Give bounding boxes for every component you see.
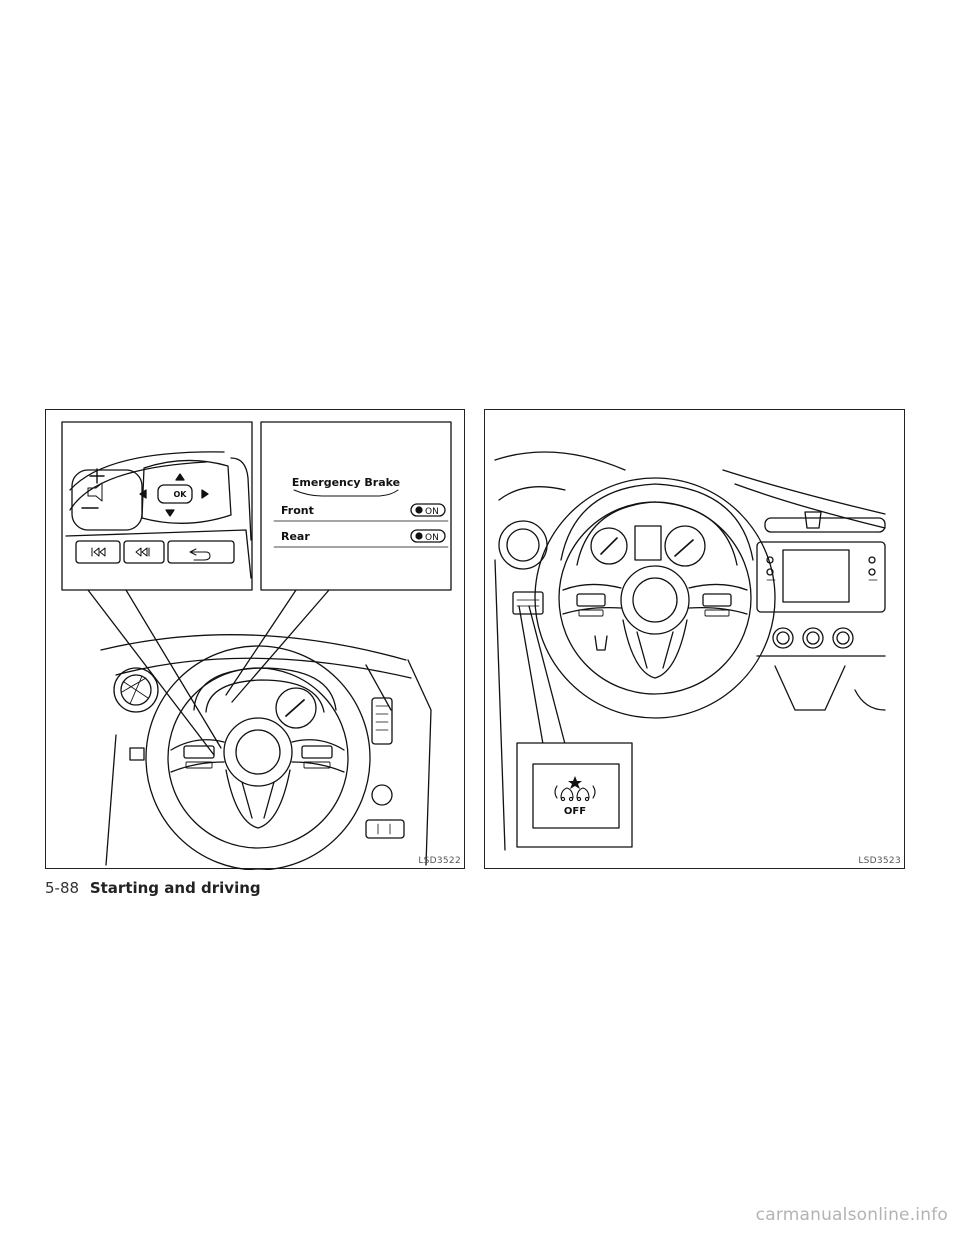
front-state: ON <box>425 507 439 517</box>
emergency-brake-icon <box>554 776 596 802</box>
page-footer: 5-88 Starting and driving <box>45 879 261 897</box>
illustration-steering-wheel-display: OK Emergency Brake Front ON Rear ON <box>61 421 452 870</box>
left-vent <box>113 667 159 713</box>
rear-label: Rear <box>281 530 310 543</box>
figure-emergency-brake-switch: OFF LSD3523 <box>484 409 905 869</box>
inset-steering-switches <box>61 421 253 591</box>
figure-code: LSD3523 <box>858 856 901 866</box>
page-number: 5-88 <box>45 879 80 897</box>
inset-display <box>260 421 452 591</box>
emergency-brake-off-switch <box>532 763 620 829</box>
rear-toggle <box>410 529 446 543</box>
figure-emergency-brake-menu: OK Emergency Brake Front ON Rear ON LSD3… <box>45 409 465 870</box>
illustration-dashboard-switch: OFF <box>494 451 886 851</box>
front-label: Front <box>281 504 314 517</box>
rear-state: ON <box>425 533 439 543</box>
display-title: Emergency Brake <box>292 476 400 489</box>
off-label: OFF <box>564 806 586 817</box>
watermark: carmanualsonline.info <box>755 1205 948 1225</box>
section-title: Starting and driving <box>89 879 261 897</box>
front-toggle <box>410 503 446 517</box>
ok-button-label: OK <box>174 490 188 499</box>
figure-code: LSD3522 <box>418 856 461 866</box>
